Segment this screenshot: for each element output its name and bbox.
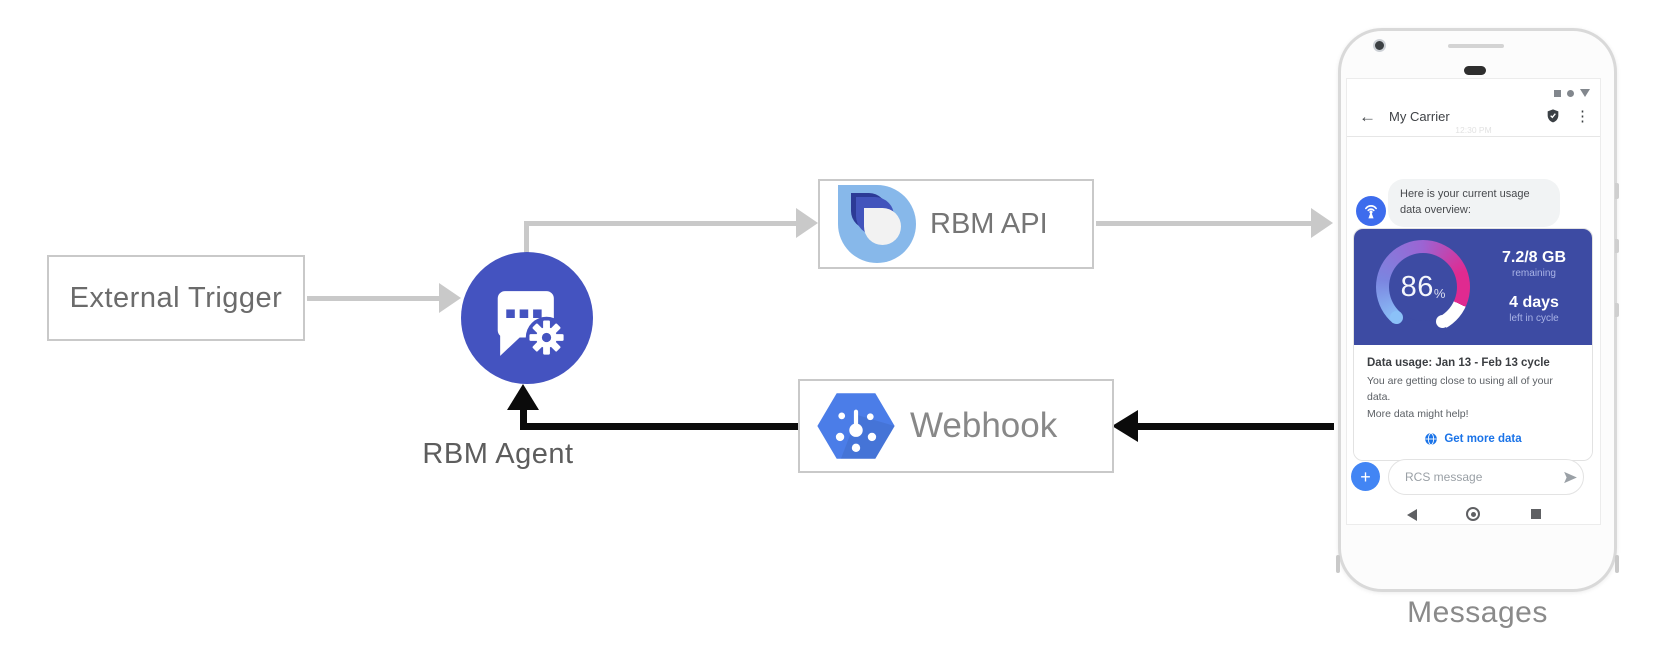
usage-card-body-line2: More data might help!	[1367, 407, 1469, 420]
messages-caption: Messages	[1407, 596, 1548, 629]
back-arrow-icon[interactable]: ←	[1359, 106, 1376, 126]
usage-card-title: Data usage: Jan 13 - Feb 13 cycle	[1367, 357, 1550, 369]
status-battery-icon	[1580, 89, 1590, 97]
arrowhead-api-to-phone	[1311, 208, 1333, 238]
webhook-hexagon-icon	[817, 393, 895, 459]
send-button[interactable]	[1562, 469, 1579, 486]
gauge-percent: 86 %	[1376, 240, 1470, 334]
conversation-title: My Carrier	[1389, 108, 1450, 124]
phone-side-key	[1615, 303, 1619, 317]
usage-card-body-line1: You are getting close to using all of yo…	[1367, 375, 1553, 404]
agent-avatar	[1356, 196, 1386, 226]
message-input[interactable]	[1403, 469, 1562, 485]
rbm-agent-label: RBM Agent	[422, 438, 574, 470]
external-trigger-label: External Trigger	[69, 281, 283, 314]
get-more-data-link[interactable]: Get more data	[1367, 432, 1579, 446]
phone-power-key	[1615, 239, 1619, 253]
globe-icon	[1425, 432, 1438, 445]
phone-camera-dot	[1373, 39, 1386, 52]
cycle-value: 4 days	[1509, 294, 1559, 311]
gauge-end-cap	[1436, 315, 1449, 328]
phone-earpiece	[1464, 66, 1486, 75]
external-trigger-box: External Trigger	[47, 255, 305, 341]
phone-top-speaker-line	[1448, 44, 1504, 48]
connector-trigger-to-agent	[307, 296, 439, 301]
phone-antenna-band-right	[1615, 555, 1619, 573]
agent-message-line1: Here is your current usage	[1400, 188, 1530, 200]
status-wifi-icon	[1567, 89, 1574, 97]
arrowhead-webhook-to-agent	[507, 384, 539, 410]
overflow-menu-icon[interactable]: ⋮	[1575, 107, 1590, 125]
verified-shield-icon	[1547, 109, 1559, 123]
usage-card-body: You are getting close to using all of yo…	[1367, 373, 1579, 422]
connector-phone-to-webhook	[1138, 423, 1334, 430]
phone-screen: ← My Carrier ⋮ 12:30 PM	[1346, 78, 1601, 525]
status-signal-icon	[1554, 89, 1561, 97]
app-bar: ← My Carrier ⋮	[1347, 96, 1600, 136]
agent-message-line2: data overview:	[1400, 203, 1471, 216]
phone-antenna-band-left	[1336, 555, 1340, 573]
connector-agent-to-api-horizontal	[524, 221, 796, 226]
message-input-pill	[1388, 459, 1584, 495]
send-icon	[1564, 471, 1577, 483]
usage-card: 86 % 7.2/8 GB remaining 4 days left in c…	[1353, 228, 1593, 461]
app-bar-divider	[1347, 136, 1600, 137]
chat-gear-icon	[497, 291, 568, 359]
conversation-timestamp: 12:30 PM	[1455, 125, 1492, 135]
arrowhead-phone-to-webhook	[1112, 410, 1138, 442]
antenna-tower-icon	[1365, 205, 1377, 219]
rbm-agent-node	[461, 252, 593, 384]
connector-webhook-to-agent-vertical	[520, 408, 527, 430]
cycle-label: left in cycle	[1509, 313, 1559, 324]
usage-stats: 7.2/8 GB remaining 4 days left in cycle	[1482, 229, 1586, 324]
remaining-value: 7.2/8 GB	[1501, 249, 1567, 266]
get-more-data-label: Get more data	[1444, 432, 1522, 445]
remaining-label: remaining	[1512, 268, 1556, 279]
connector-webhook-to-agent-horizontal	[520, 423, 798, 430]
agent-message-bubble: Here is your current usage data overview…	[1388, 179, 1560, 227]
phone-mockup: ← My Carrier ⋮ 12:30 PM	[1336, 28, 1619, 592]
nav-back-button[interactable]	[1407, 509, 1417, 521]
connector-api-to-phone	[1096, 221, 1311, 226]
phone-volume-key	[1615, 183, 1619, 199]
attach-button[interactable]: +	[1351, 462, 1380, 491]
arrowhead-agent-to-api	[796, 208, 818, 238]
arrowhead-trigger-to-agent	[439, 283, 461, 313]
nav-home-button[interactable]	[1466, 507, 1480, 521]
status-bar	[1554, 89, 1590, 97]
nav-recents-button[interactable]	[1531, 509, 1541, 519]
usage-gauge: 86 %	[1376, 240, 1470, 334]
connector-agent-to-api-vertical	[524, 221, 529, 255]
usage-card-chart-section: 86 % 7.2/8 GB remaining 4 days left in c…	[1354, 229, 1592, 345]
rbm-api-label: RBM API	[930, 207, 1048, 240]
webhook-box: Webhook	[798, 379, 1114, 473]
webhook-label: Webhook	[910, 406, 1058, 445]
gauge-percent-value: 86	[1400, 270, 1434, 303]
gauge-percent-unit: %	[1433, 285, 1446, 301]
usage-card-text-section: Data usage: Jan 13 - Feb 13 cycle You ar…	[1354, 345, 1592, 460]
rbm-api-logo-icon	[838, 185, 916, 263]
rbm-api-box: RBM API	[818, 179, 1094, 269]
gauge-start-cap	[1390, 311, 1403, 324]
